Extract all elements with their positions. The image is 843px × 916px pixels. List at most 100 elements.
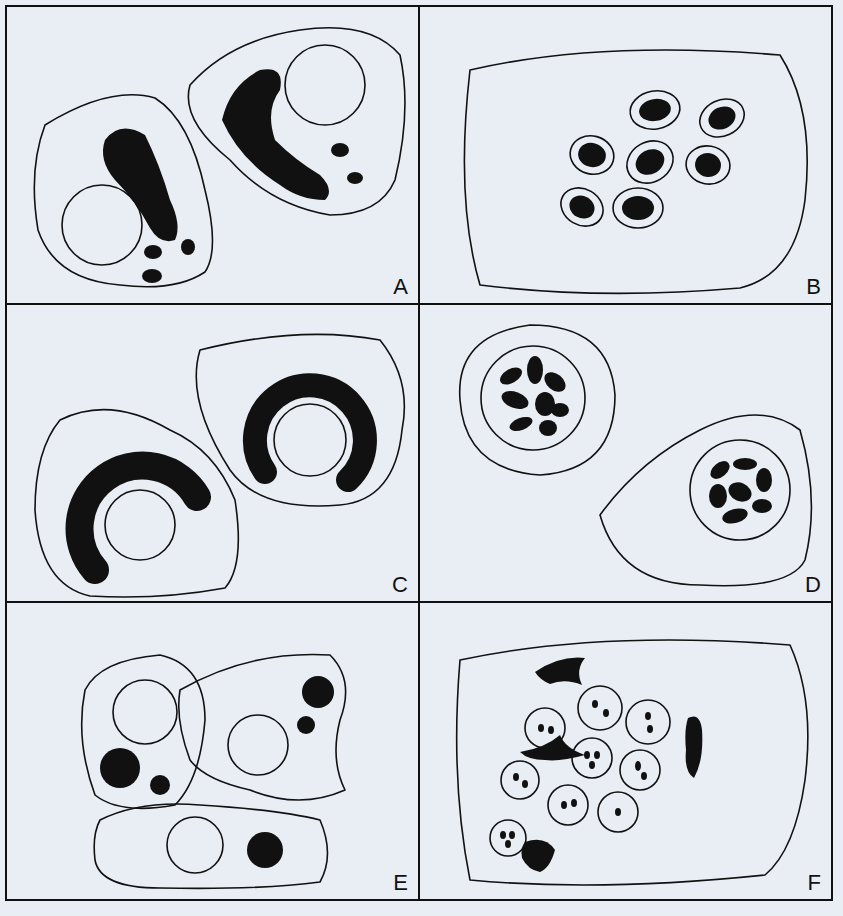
cell-shape [331,143,349,157]
cell-shape [615,808,621,816]
cell-shape [179,654,346,800]
cell-shape [683,142,733,187]
cell-shape [709,484,727,508]
cell-shape [707,458,733,483]
cell-shape [535,658,585,685]
cell-shape [613,188,663,228]
cell-shape [721,506,750,526]
cell-shape [620,750,660,790]
cell-shape [594,751,600,759]
cell-shape [499,388,531,413]
panel-letter: E [393,872,408,894]
cell-shape [622,196,654,220]
cell-shape [619,133,681,192]
cell-shape [561,801,567,809]
cell-shape [551,403,569,417]
cell-shape [626,700,670,744]
cell-shape [705,102,740,134]
cell-shape [578,686,622,730]
cell-shape [228,715,288,775]
cell-shape [521,840,555,872]
cell-shape [82,655,205,808]
cell-shape [600,415,811,586]
cell-shape [105,490,175,560]
cell-shape [635,761,641,771]
cell-shape [752,499,772,513]
cell-shape [100,748,140,788]
cell-shape [733,458,757,470]
panel-a-cells [34,28,405,287]
cell-shape [181,239,195,255]
cell-shape [694,92,751,144]
cell-shape [627,87,683,133]
cell-shape [285,45,365,125]
cell-shape [188,28,405,215]
cell-shape [578,686,622,730]
cell-shape [497,356,569,436]
cell-shape [520,735,585,760]
cell-shape [94,804,327,888]
cell-shape [598,792,638,832]
cell-shape [548,785,588,825]
cell-shape [302,676,334,708]
figure-panel: D [418,303,833,603]
cell-shape [694,92,751,144]
cell-shape [626,700,670,744]
cell-shape [255,385,365,480]
panel-letter: C [392,574,408,596]
cell-shape [627,87,683,133]
cell-shape [690,440,790,540]
cell-shape [565,191,599,223]
cell-shape [501,761,539,799]
cell-shape [538,724,544,732]
figure-panel: E [5,601,420,901]
cell-shape [693,151,723,179]
cell-shape [509,831,515,839]
cell-shape [167,817,223,873]
cell-shape [539,420,557,436]
cell-shape [572,738,612,778]
cell-shape [566,131,618,179]
cell-shape [707,458,772,527]
cell-shape [756,468,772,492]
cell-shape [645,712,651,720]
cell-shape [103,129,178,242]
cell-shape [620,750,660,790]
cell-shape [548,726,554,734]
cell-shape [619,133,681,192]
cell-shape [481,346,585,450]
cell-shape [637,96,672,123]
cell-shape [150,775,170,795]
cell-shape [196,334,404,506]
figure-panel: B [418,5,833,305]
cell-shape [513,773,519,781]
cell-shape [685,717,702,779]
cell-shape [34,95,212,287]
cell-shape [548,785,588,825]
cell-shape [554,180,610,233]
cell-shape [464,50,807,293]
cell-shape [247,832,283,868]
cell-shape [592,700,598,708]
cell-shape [571,799,577,807]
cell-shape [144,245,162,259]
cell-shape [527,356,543,384]
cell-shape [613,188,663,228]
cell-shape [647,725,653,733]
panel-letter: B [806,276,821,298]
cell-shape [683,142,733,187]
cell-shape [575,140,608,170]
cell-shape [505,840,511,848]
panel-letter: F [808,872,821,894]
cell-shape [641,772,647,780]
cell-shape [297,716,315,734]
cell-shape [589,761,595,769]
cell-shape [347,172,363,184]
cell-shape [80,466,197,570]
cell-shape [501,761,539,799]
figure-panel: A [5,5,420,305]
cell-shape [113,680,177,744]
